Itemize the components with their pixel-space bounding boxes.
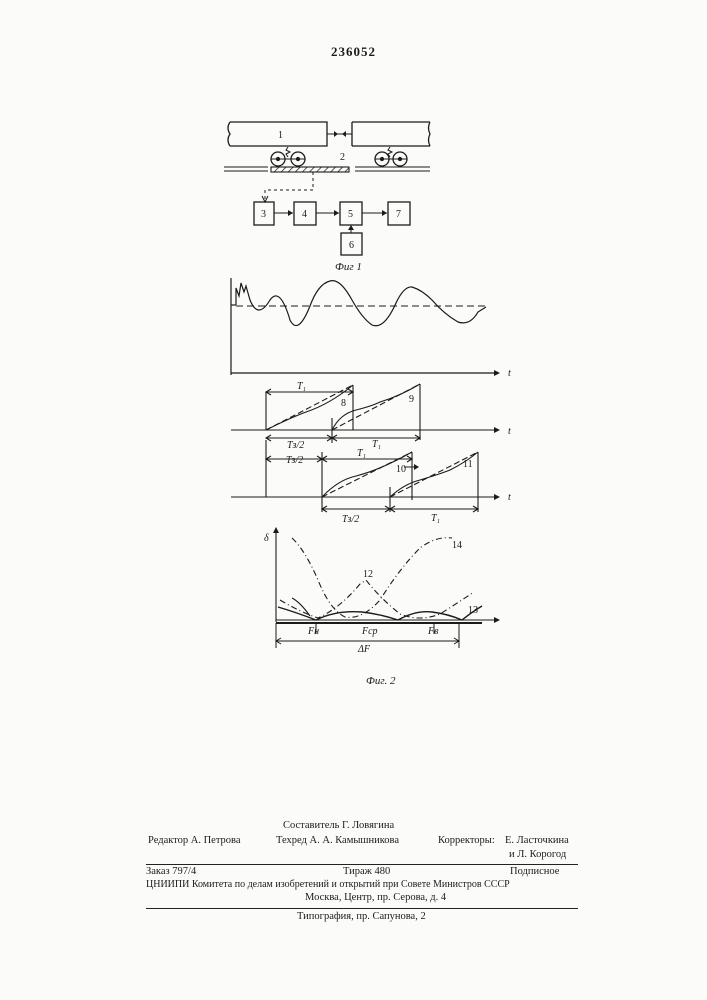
- imprint-rule-bottom: [146, 908, 578, 909]
- imprint-subscription: Подписное: [510, 866, 559, 877]
- imprint-circulation: Тираж 480: [343, 866, 390, 877]
- imprint-corrector-2: и Л. Корогод: [509, 849, 566, 860]
- imprint-institute: ЦНИИПИ Комитета по делам изобретений и о…: [146, 879, 510, 890]
- imprint-address: Москва, Центр, пр. Серова, д. 4: [305, 892, 446, 903]
- imprint-correctors-label: Корректоры:: [438, 835, 495, 846]
- imprint-printing: Типография, пр. Сапунова, 2: [297, 911, 426, 922]
- imprint-order: Заказ 797/4: [146, 866, 196, 877]
- imprint-compiler: Составитель Г. Ловягина: [283, 820, 394, 831]
- imprint-corrector-1: Е. Ласточкина: [505, 835, 569, 846]
- imprint-techred: Техред А. А. Камышникова: [276, 835, 399, 846]
- imprint-editor: Редактор А. Петрова: [148, 835, 241, 846]
- imprint-rule-top: [146, 864, 578, 865]
